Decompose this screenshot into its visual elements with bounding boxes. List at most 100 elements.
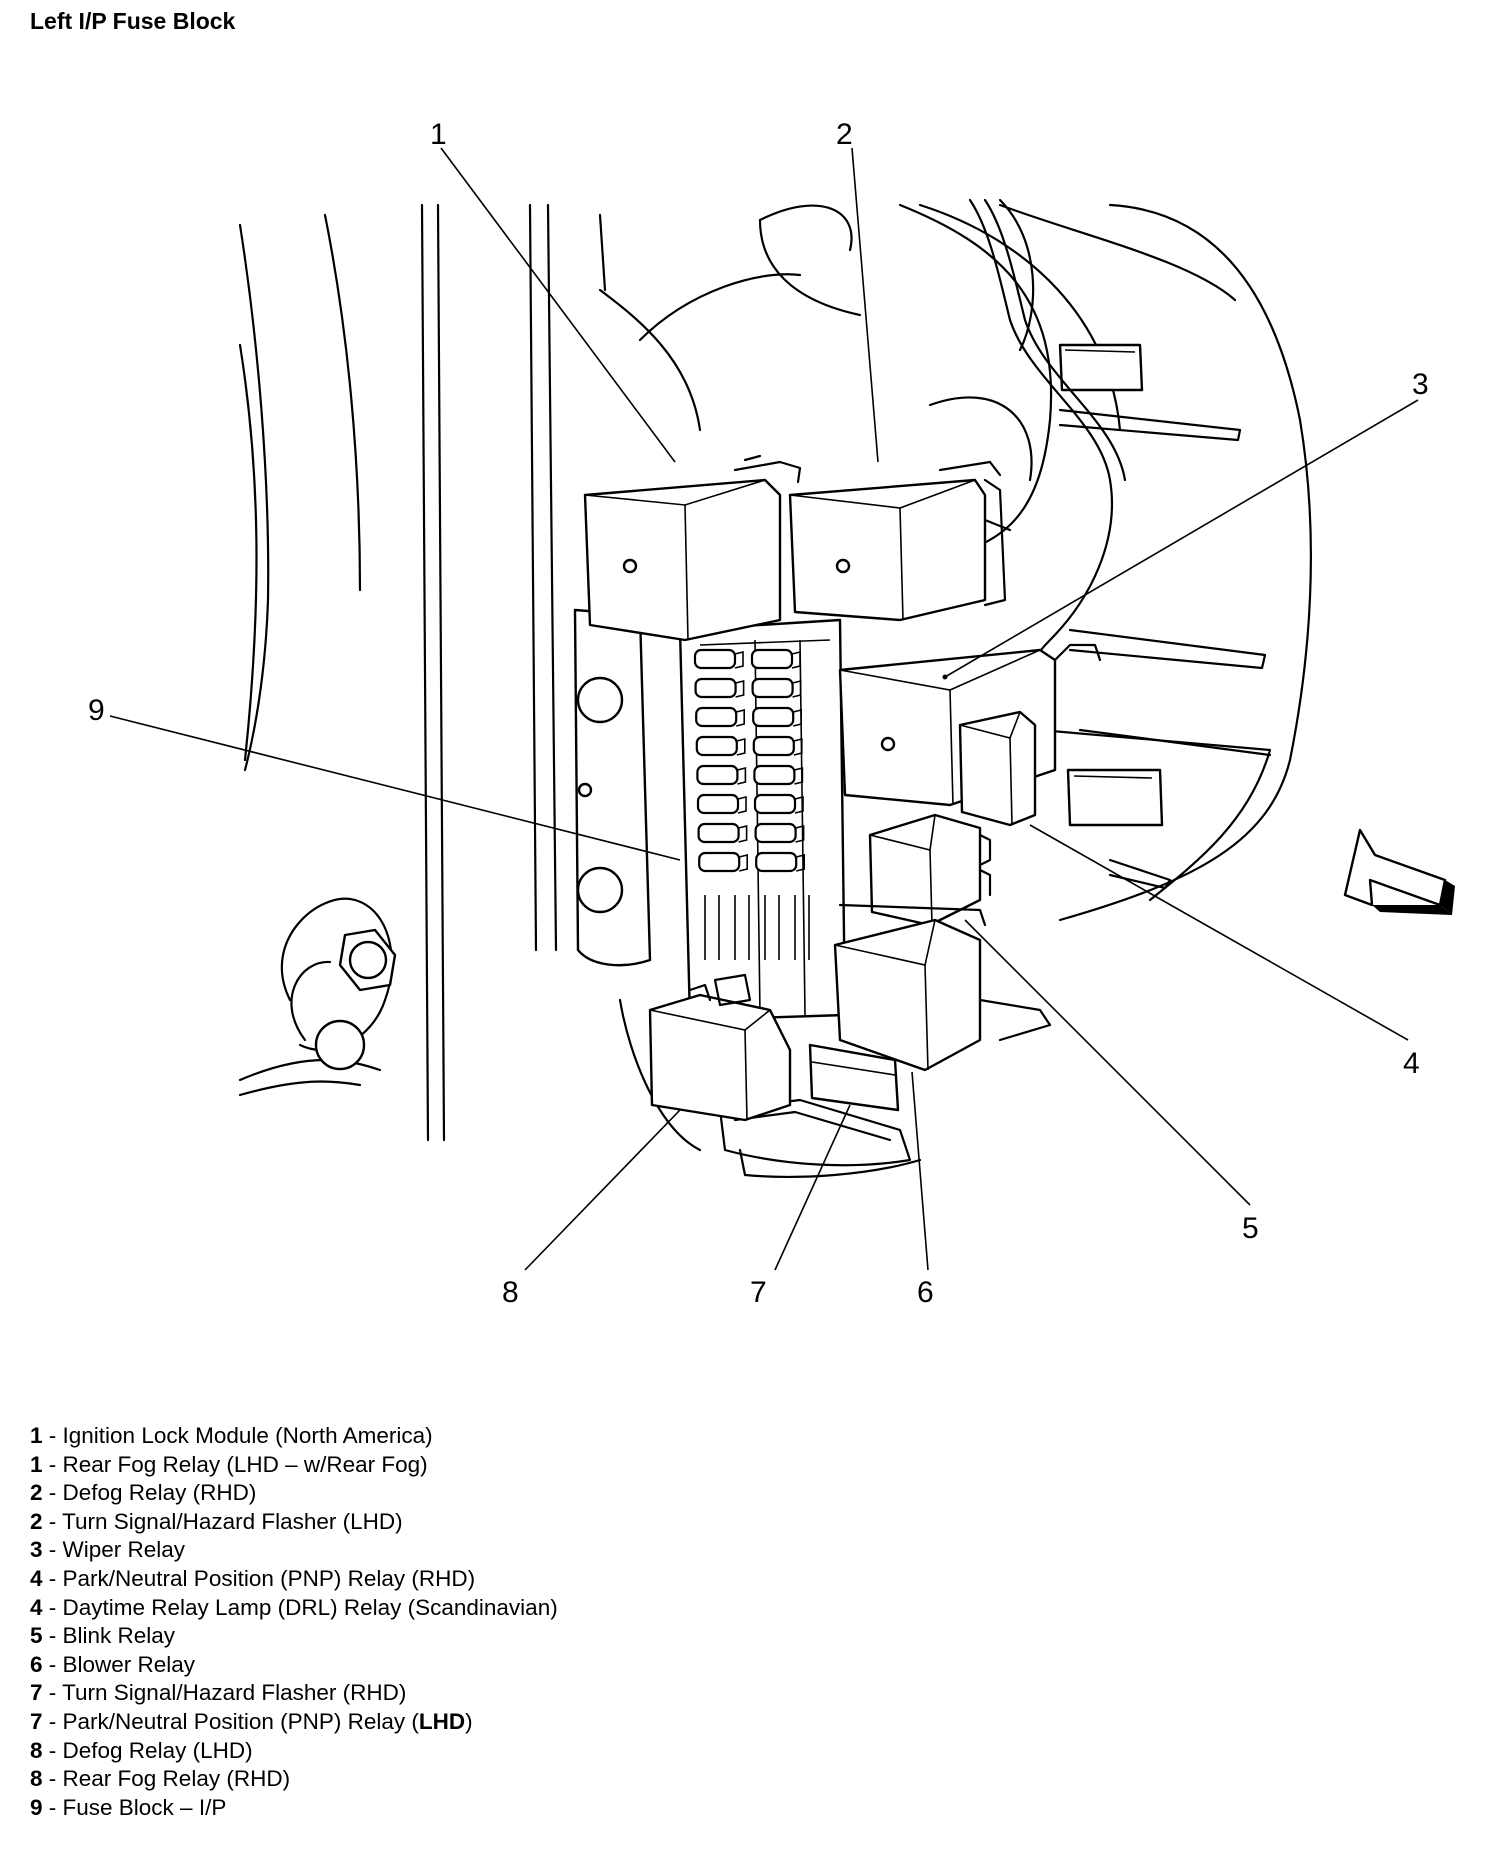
legend-item-emphasis: LHD (418, 1708, 466, 1734)
legend-item-text: - Turn Signal/Hazard Flasher (RHD) (42, 1680, 407, 1706)
legend-list: 1 - Ignition Lock Module (North America)… (30, 1422, 558, 1822)
terminal-blade (704, 895, 720, 960)
callout-2: 2 (836, 118, 853, 151)
fuse (694, 677, 737, 699)
legend-item-number: 2 (30, 1480, 43, 1506)
legend-item: 7 - Turn Signal/Hazard Flasher (RHD) (30, 1679, 558, 1708)
callout-4: 4 (1403, 1047, 1420, 1080)
legend-item: 9 - Fuse Block – I/P (30, 1794, 558, 1823)
fuse-slot (796, 853, 805, 872)
legend-item-number: 3 (30, 1537, 43, 1563)
legend-item: 3 - Wiper Relay (30, 1536, 558, 1565)
fuse-slot (793, 708, 802, 727)
legend-item-number: 2 (30, 1508, 43, 1534)
legend-item: 1 - Ignition Lock Module (North America) (30, 1422, 558, 1451)
fuse (696, 793, 740, 815)
fuse-slot (738, 824, 748, 843)
legend-item-number: 9 (30, 1794, 43, 1820)
legend-item-text: - Blower Relay (42, 1651, 196, 1677)
legend-item-number: 8 (30, 1737, 43, 1763)
fuse (751, 677, 794, 699)
legend-item-text: - Park/Neutral Position (PNP) Relay ( (42, 1708, 419, 1734)
legend-item: 4 - Park/Neutral Position (PNP) Relay (R… (30, 1565, 558, 1594)
fuse-slot (794, 795, 804, 814)
fuse (695, 706, 738, 728)
callout-6: 6 (917, 1276, 934, 1309)
fuse-slot (735, 679, 745, 698)
fuse-slot (734, 650, 744, 669)
fuse-slot (737, 766, 747, 785)
fuse (695, 735, 738, 757)
callout-7: 7 (750, 1276, 767, 1309)
relay-2 (788, 460, 1012, 622)
fuse-slot (739, 853, 748, 872)
fuse (752, 706, 795, 728)
fuse (753, 793, 797, 815)
pillar (420, 203, 607, 1142)
fuse-block-illustration: 1 2 3 4 5 6 7 8 9 (88, 118, 1455, 1309)
legend-item-text: - Fuse Block – I/P (42, 1794, 227, 1820)
legend-item-number: 1 (30, 1451, 43, 1477)
legend-item: 7 - Park/Neutral Position (PNP) Relay (L… (30, 1708, 558, 1737)
legend-item-text: - Ignition Lock Module (North America) (42, 1423, 433, 1448)
relay-1 (583, 454, 802, 642)
legend-item-text: - Wiper Relay (42, 1537, 186, 1563)
callout-5: 5 (1242, 1212, 1259, 1245)
legend-item-number: 4 (30, 1594, 43, 1620)
legend-item-text: - Rear Fog Relay (RHD) (42, 1766, 291, 1792)
legend-item-number: 6 (30, 1651, 43, 1677)
fuse-slot (736, 708, 745, 727)
legend-item-number: 7 (30, 1708, 43, 1734)
terminal-blade (764, 895, 780, 960)
callout-8: 8 (502, 1276, 519, 1309)
fuse (698, 851, 741, 873)
legend-item-number: 7 (30, 1680, 43, 1706)
legend-item-number: 5 (30, 1623, 43, 1649)
ground-bolt-bracket (238, 897, 397, 1097)
fuse (696, 764, 739, 786)
relay-8 (648, 973, 792, 1122)
legend-item: 8 - Rear Fog Relay (RHD) (30, 1765, 558, 1794)
legend-item-number: 1 (30, 1423, 43, 1448)
legend-item: 2 - Defog Relay (RHD) (30, 1479, 558, 1508)
fuse-slot (736, 737, 746, 756)
fuse (697, 822, 740, 844)
connector-7 (808, 1043, 900, 1112)
legend-item-text: - Blink Relay (42, 1623, 176, 1649)
legend-item: 1 - Rear Fog Relay (LHD – w/Rear Fog) (30, 1451, 558, 1480)
terminal-blade (794, 895, 810, 960)
legend-item: 6 - Blower Relay (30, 1651, 558, 1680)
fuse-slot (792, 679, 802, 698)
fuse (755, 851, 798, 873)
legend-item-number: 8 (30, 1766, 43, 1792)
fuse-slot (795, 824, 805, 843)
fuse (753, 764, 796, 786)
fuse-slot (791, 650, 801, 669)
fuse (754, 822, 797, 844)
legend-item: 4 - Daytime Relay Lamp (DRL) Relay (Scan… (30, 1594, 558, 1623)
fuse-grid (693, 648, 810, 960)
legend-item-text: - Rear Fog Relay (LHD – w/Rear Fog) (42, 1451, 428, 1477)
legend-item-text: - Daytime Relay Lamp (DRL) Relay (Scandi… (42, 1594, 558, 1620)
callout-9: 9 (88, 694, 105, 727)
legend-item-text: - Turn Signal/Hazard Flasher (LHD) (42, 1508, 403, 1534)
fuse-slot (793, 737, 803, 756)
door-edge-lines (238, 213, 362, 772)
legend-item-number: 4 (30, 1565, 43, 1591)
fuse-slot (794, 766, 804, 785)
panel-slots (1038, 343, 1272, 902)
mounting-plate (573, 608, 652, 967)
legend-item-tail: ) (465, 1708, 473, 1734)
callout-3: 3 (1412, 368, 1429, 401)
diagram-title: Left I/P Fuse Block (30, 8, 236, 34)
relay-5 (838, 813, 992, 927)
relay-4 (958, 710, 1037, 827)
callout-1: 1 (430, 118, 447, 151)
terminal-blade (734, 895, 750, 960)
legend-item: 8 - Defog Relay (LHD) (30, 1737, 558, 1766)
legend-item: 2 - Turn Signal/Hazard Flasher (LHD) (30, 1508, 558, 1537)
leader-lines (109, 147, 1419, 1271)
fuse-slot (737, 795, 747, 814)
legend-item-text: - Defog Relay (RHD) (42, 1480, 257, 1506)
fuse (752, 735, 795, 757)
